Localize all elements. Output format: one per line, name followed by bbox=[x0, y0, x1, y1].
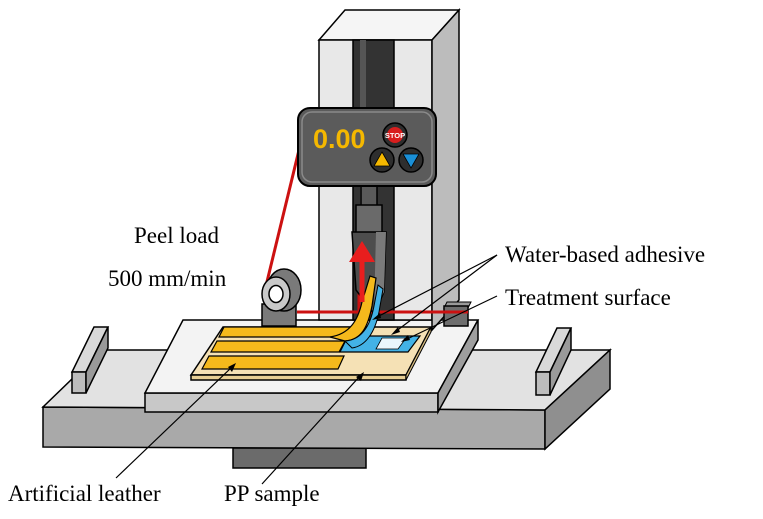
leader-adhesive-2 bbox=[394, 254, 498, 333]
base-slab-side bbox=[544, 348, 611, 451]
treatment-label: Treatment surface bbox=[505, 285, 671, 310]
column-side bbox=[431, 8, 460, 332]
leader-lines bbox=[115, 254, 498, 485]
leader-leather bbox=[115, 366, 233, 479]
stop-button[interactable]: STOP bbox=[382, 122, 408, 148]
display-reading: 0.00 bbox=[313, 124, 366, 154]
up-button[interactable] bbox=[369, 147, 395, 173]
grip-collar bbox=[355, 204, 383, 234]
down-button[interactable] bbox=[398, 147, 424, 173]
leather-strip-1 bbox=[218, 326, 351, 338]
pulley-hub bbox=[268, 284, 284, 304]
right-rail-front bbox=[535, 371, 551, 396]
pulley bbox=[261, 268, 302, 327]
triangle-up-icon bbox=[373, 151, 391, 167]
display-bezel bbox=[301, 111, 433, 183]
leader-arrowheads bbox=[228, 313, 410, 381]
stage-plate-side bbox=[437, 319, 479, 415]
speed-label: 500 mm/min bbox=[108, 266, 227, 291]
base-foot bbox=[232, 447, 367, 469]
leather-strip-3 bbox=[200, 355, 345, 370]
pull-arrow bbox=[349, 241, 375, 302]
leader-adhesive-1 bbox=[374, 254, 498, 319]
stage-plate-front bbox=[144, 392, 439, 413]
stop-label: STOP bbox=[385, 131, 405, 140]
specimen bbox=[189, 275, 433, 381]
leader-treatment bbox=[404, 295, 498, 341]
arrow-up-icon bbox=[349, 241, 375, 262]
treatment-area-white bbox=[375, 337, 407, 350]
pp-sample-side bbox=[405, 326, 432, 381]
pp-label: PP sample bbox=[224, 481, 320, 506]
leader-pp bbox=[261, 375, 361, 485]
frame-line-diagonal bbox=[262, 149, 301, 295]
grip-rod bbox=[360, 184, 378, 208]
base-slab-front bbox=[42, 406, 546, 450]
left-rail-front bbox=[71, 371, 87, 394]
triangle-down-icon bbox=[402, 153, 420, 169]
leather-label: Artificial leather bbox=[8, 481, 161, 506]
peel-load-label: Peel load bbox=[134, 223, 219, 248]
peeled-strip-underside bbox=[343, 284, 384, 349]
leather-strip-2 bbox=[209, 340, 347, 353]
right-rail-side bbox=[549, 327, 572, 396]
adhesive-label: Water-based adhesive bbox=[505, 242, 705, 267]
display-panel: 0.00 STOP bbox=[297, 107, 437, 187]
left-rail-side bbox=[85, 326, 109, 394]
